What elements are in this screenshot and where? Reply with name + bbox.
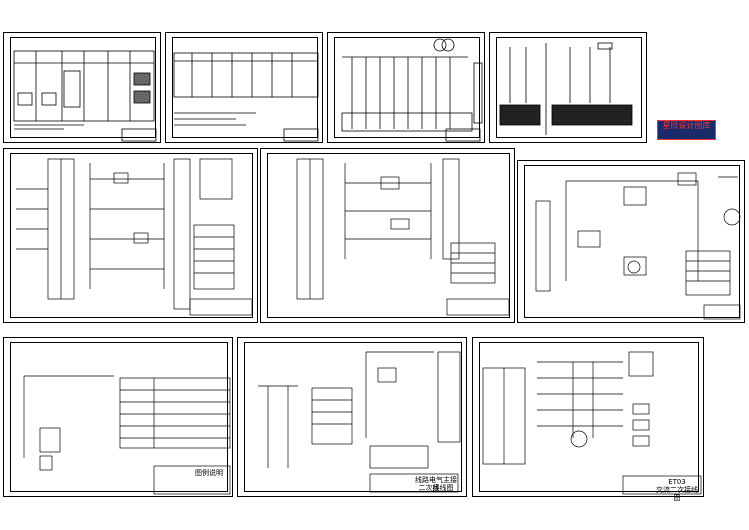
drawing-sheet-transformer-circuit xyxy=(489,32,647,143)
drawing-sheet-protection-circuit xyxy=(517,160,745,323)
secondary-wiring-b-drawing xyxy=(482,351,702,495)
drawing-sheet-panel-layout xyxy=(165,32,323,143)
drawing-sheet-secondary-wiring-b: ET03 交流二次接线图 xyxy=(472,337,704,502)
secondary-wiring-a-drawing xyxy=(258,351,461,493)
drawing-sheet-control-circuit-1 xyxy=(3,148,258,323)
drawing-sheet-main-circuit xyxy=(327,32,485,143)
drawing-sheet-switchgear-front xyxy=(3,32,161,143)
drawing-sheet-secondary-wiring-a: 线路电气主接线 二次接线图 xyxy=(237,337,467,497)
watermark-banner: 星欣设计图库 xyxy=(657,120,716,140)
control-circuit-2-drawing xyxy=(296,158,510,316)
transformer-circuit-drawing xyxy=(499,42,633,135)
drawing-sheet-legend: 图例说明 xyxy=(3,337,233,497)
legend-drawing xyxy=(23,375,231,495)
panel-layout-drawing xyxy=(173,52,319,142)
protection-circuit-drawing xyxy=(535,172,741,320)
legend-heading: 图例说明 xyxy=(195,469,223,477)
wiring-b-title-line1: ET03 xyxy=(668,478,686,486)
watermark-title: 星欣设计图库 xyxy=(662,121,711,130)
main-circuit-drawing xyxy=(341,38,483,142)
wiring-a-title-line2: 二次接线图 xyxy=(418,484,454,492)
wiring-b-title-line2: 交流二次接线图 xyxy=(656,486,698,502)
drawing-sheet-control-circuit-2 xyxy=(260,148,515,323)
control-circuit-1-drawing xyxy=(16,158,253,316)
switchgear-front-drawing xyxy=(13,50,157,142)
wiring-a-title-line1: 线路电气主接线 xyxy=(415,476,457,492)
